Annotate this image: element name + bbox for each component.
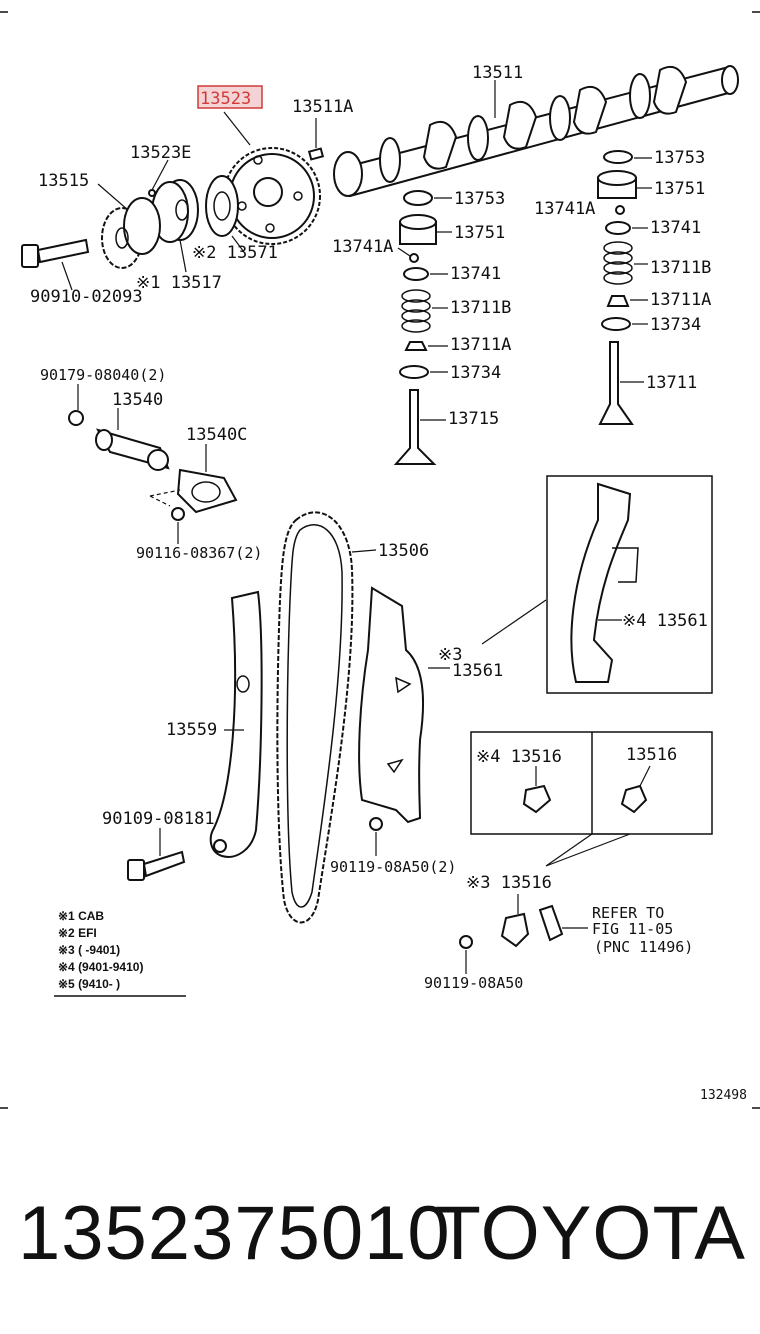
label-13540c: 13540C bbox=[186, 425, 247, 445]
label-13511a: 13511A bbox=[292, 97, 353, 117]
bolt-90109-08181[interactable] bbox=[127, 850, 186, 881]
timing-chain-13506[interactable] bbox=[276, 511, 354, 924]
label-13523: 13523 bbox=[200, 89, 251, 109]
figure-number: 132498 bbox=[700, 1088, 747, 1103]
seat-13734-a[interactable] bbox=[399, 365, 429, 379]
label-13741a-b: 13741A bbox=[534, 199, 595, 219]
brand-name: TOYOTA bbox=[434, 1191, 746, 1276]
part-number: 1352375010 bbox=[18, 1191, 451, 1276]
keeper-13741a-b[interactable] bbox=[615, 205, 625, 215]
label-13741-a: 13741 bbox=[450, 264, 501, 284]
camshaft-timing-gear[interactable] bbox=[223, 147, 321, 245]
bolt-90119-a[interactable] bbox=[369, 817, 383, 831]
label-13751-b: 13751 bbox=[654, 179, 705, 199]
refer-line-1: REFER TO bbox=[592, 904, 664, 922]
legend-item: ※3 ( -9401) bbox=[58, 943, 120, 957]
label-13516-b: 13516 bbox=[626, 745, 677, 765]
label-90179-08040: 90179-08040(2) bbox=[40, 366, 166, 384]
label-13540: 13540 bbox=[112, 390, 163, 410]
bolt-90116[interactable] bbox=[171, 507, 185, 521]
label-13559: 13559 bbox=[166, 720, 217, 740]
label-13517: ※1 13517 bbox=[136, 273, 222, 293]
label-90910-02093: 90910-02093 bbox=[30, 287, 143, 307]
valve-13711[interactable] bbox=[598, 341, 634, 425]
seal-13711a-a[interactable] bbox=[404, 341, 428, 351]
legend-item: ※5 (9410- ) bbox=[58, 977, 120, 991]
label-note-3: ※3 bbox=[438, 645, 462, 665]
tensioner-13540[interactable] bbox=[68, 410, 170, 471]
gasket-13540c[interactable] bbox=[176, 468, 238, 514]
lifter-13751-b[interactable] bbox=[597, 170, 637, 199]
inset-plate-b[interactable] bbox=[620, 784, 648, 814]
label-13734-b: 13734 bbox=[650, 315, 701, 335]
label-13711a-a: 13711A bbox=[450, 335, 511, 355]
footer: 1352375010 TOYOTA bbox=[0, 1180, 760, 1300]
legend-item: ※4 (9401-9410) bbox=[58, 960, 143, 974]
shim-13753-b[interactable] bbox=[603, 150, 633, 164]
bolt-90119-b[interactable] bbox=[459, 935, 473, 949]
seat-13734-b[interactable] bbox=[601, 317, 631, 331]
shim-13753-a[interactable] bbox=[403, 190, 433, 206]
label-90119-08a50-2: 90119-08A50(2) bbox=[330, 858, 456, 876]
parts-diagram: 13511 13511A 13523 ※2 13571 ※1 13517 135… bbox=[0, 11, 760, 1109]
label-13515: 13515 bbox=[38, 171, 89, 191]
legend-item: ※1 CAB bbox=[58, 909, 104, 923]
label-13741-b: 13741 bbox=[650, 218, 701, 238]
gear-13515[interactable] bbox=[101, 197, 161, 269]
label-13751-a: 13751 bbox=[454, 223, 505, 243]
label-90119-08a50: 90119-08A50 bbox=[424, 974, 523, 992]
label-13523e: 13523E bbox=[130, 143, 191, 163]
label-13715: 13715 bbox=[448, 409, 499, 429]
label-13741a-a: 13741A bbox=[332, 237, 393, 257]
spring-13711b-a[interactable] bbox=[401, 289, 431, 333]
refer-line-2: FIG 11-05 bbox=[592, 920, 673, 938]
sprocket-13517[interactable] bbox=[151, 179, 199, 243]
label-13711b-a: 13711B bbox=[450, 298, 511, 318]
bolt-90910-02093[interactable] bbox=[21, 238, 90, 268]
label-13511: 13511 bbox=[472, 63, 523, 83]
label-13711a-b: 13711A bbox=[650, 290, 711, 310]
label-13516-c: ※3 13516 bbox=[466, 873, 552, 893]
label-90116-08367: 90116-08367(2) bbox=[136, 544, 262, 562]
spring-13711b-b[interactable] bbox=[603, 241, 633, 285]
label-13561: 13561 bbox=[452, 661, 503, 681]
retainer-13741-a[interactable] bbox=[403, 267, 429, 281]
label-13571: ※2 13571 bbox=[192, 243, 278, 263]
label-90109-08181: 90109-08181 bbox=[102, 809, 215, 829]
label-13711: 13711 bbox=[646, 373, 697, 393]
dowel-pin[interactable] bbox=[307, 147, 325, 161]
seal-13711a-b[interactable] bbox=[606, 295, 630, 307]
keeper-13741a-a[interactable] bbox=[409, 253, 419, 263]
label-13516-a: ※4 13516 bbox=[476, 747, 562, 767]
camshaft[interactable] bbox=[333, 65, 739, 198]
label-13734-a: 13734 bbox=[450, 363, 501, 383]
inset-plate-a[interactable] bbox=[522, 784, 552, 814]
label-13753-a: 13753 bbox=[454, 189, 505, 209]
lifter-13751-a[interactable] bbox=[399, 214, 437, 245]
refer-line-3: (PNC 11496) bbox=[594, 938, 693, 956]
chain-guide-13559[interactable] bbox=[209, 590, 263, 858]
label-13711b-b: 13711B bbox=[650, 258, 711, 278]
legend-item: ※2 EFI bbox=[58, 926, 97, 940]
chain-slipper-13561[interactable] bbox=[358, 586, 425, 824]
plate-13571[interactable] bbox=[205, 175, 239, 237]
label-inset-13561: ※4 13561 bbox=[622, 611, 708, 631]
label-13506: 13506 bbox=[378, 541, 429, 561]
legend: ※1 CAB ※2 EFI ※3 ( -9401) ※4 (9401-9410)… bbox=[54, 909, 186, 997]
valve-13715[interactable] bbox=[393, 389, 437, 465]
highlight-box bbox=[197, 85, 263, 109]
retainer-13741-b[interactable] bbox=[605, 221, 631, 235]
inset-slipper[interactable] bbox=[570, 482, 639, 683]
plate-13516[interactable] bbox=[500, 904, 564, 948]
label-13753-b: 13753 bbox=[654, 148, 705, 168]
